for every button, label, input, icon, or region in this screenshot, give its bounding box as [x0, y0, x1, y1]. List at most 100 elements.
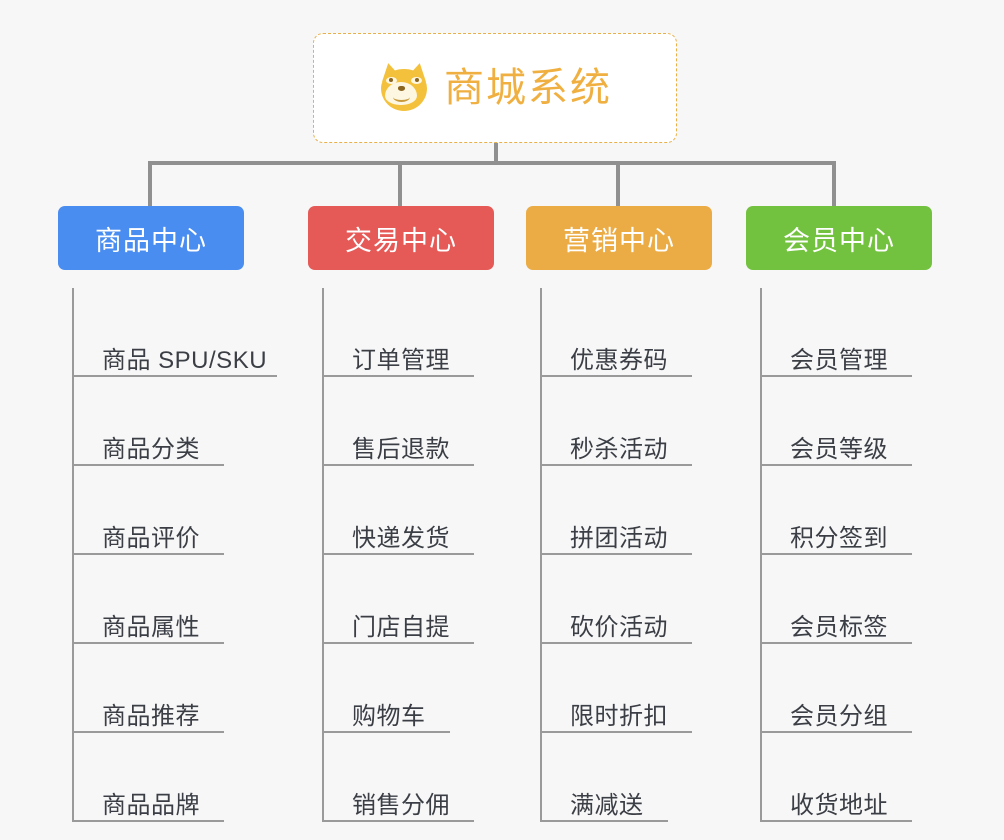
leaf-rail — [760, 288, 762, 822]
list-item[interactable]: 秒杀活动 — [540, 377, 740, 466]
leaf-label: 商品 SPU/SKU — [102, 346, 268, 374]
leaf-label: 售后退款 — [352, 435, 450, 463]
leaf-underline — [540, 820, 668, 822]
leaf-underline — [72, 820, 224, 822]
list-item[interactable]: 会员等级 — [760, 377, 960, 466]
leaf-label: 销售分佣 — [352, 791, 450, 819]
branch-header-label: 营销中心 — [563, 225, 675, 256]
leaf-label: 商品推荐 — [102, 702, 200, 730]
list-item[interactable]: 订单管理 — [322, 288, 522, 377]
list-item[interactable]: 会员标签 — [760, 555, 960, 644]
leaf-underline — [72, 553, 224, 555]
leaf-underline — [540, 375, 692, 377]
leaf-label: 限时折扣 — [570, 702, 668, 730]
leaf-label: 积分签到 — [790, 524, 888, 552]
branch-header-trade-center[interactable]: 交易中心 — [308, 206, 494, 270]
list-item[interactable]: 商品 SPU/SKU — [72, 288, 310, 377]
connector-drop-marketing-center — [616, 161, 620, 206]
leaf-underline — [760, 642, 912, 644]
leaf-label: 门店自提 — [352, 613, 450, 641]
leaf-label: 商品属性 — [102, 613, 200, 641]
leaf-underline — [760, 375, 912, 377]
list-item[interactable]: 门店自提 — [322, 555, 522, 644]
leaf-underline — [322, 375, 474, 377]
leaf-label: 优惠券码 — [570, 346, 668, 374]
leaf-label: 商品分类 — [102, 435, 200, 463]
leaf-list-product-center: 商品 SPU/SKU 商品分类 商品评价 商品属性 商品推荐 商品品牌 — [72, 288, 310, 822]
leaf-label: 收货地址 — [790, 791, 888, 819]
leaf-underline — [322, 820, 474, 822]
leaf-underline — [760, 731, 912, 733]
leaf-label: 订单管理 — [352, 346, 450, 374]
leaf-label: 商品品牌 — [102, 791, 200, 819]
leaf-underline — [72, 731, 224, 733]
leaf-underline — [322, 464, 474, 466]
list-item[interactable]: 快递发货 — [322, 466, 522, 555]
connector-horizontal-bus — [148, 161, 836, 165]
leaf-label: 砍价活动 — [570, 613, 668, 641]
list-item[interactable]: 销售分佣 — [322, 733, 522, 822]
leaf-underline — [322, 731, 450, 733]
root-node-mall-system[interactable]: 商城系统 — [313, 33, 677, 143]
list-item[interactable]: 砍价活动 — [540, 555, 740, 644]
leaf-underline — [72, 642, 224, 644]
list-item[interactable]: 商品属性 — [72, 555, 310, 644]
branch-header-label: 商品中心 — [95, 225, 207, 256]
leaf-label: 秒杀活动 — [570, 435, 668, 463]
branch-product-center: 商品中心 商品 SPU/SKU 商品分类 商品评价 商品属性 商品推荐 — [58, 206, 310, 838]
leaf-underline — [72, 375, 277, 377]
leaf-rail — [540, 288, 542, 822]
branch-header-marketing-center[interactable]: 营销中心 — [526, 206, 712, 270]
branch-header-label: 交易中心 — [345, 225, 457, 256]
list-item[interactable]: 积分签到 — [760, 466, 960, 555]
leaf-label: 会员标签 — [790, 613, 888, 641]
leaf-label: 商品评价 — [102, 524, 200, 552]
list-item[interactable]: 商品品牌 — [72, 733, 310, 822]
list-item[interactable]: 会员分组 — [760, 644, 960, 733]
leaf-underline — [540, 731, 692, 733]
leaf-underline — [540, 642, 692, 644]
leaf-underline — [72, 464, 224, 466]
leaf-underline — [322, 553, 474, 555]
leaf-underline — [540, 464, 692, 466]
root-node-title: 商城系统 — [444, 66, 612, 110]
branch-member-center: 会员中心 会员管理 会员等级 积分签到 会员标签 会员分组 — [746, 206, 960, 838]
branch-marketing-center: 营销中心 优惠券码 秒杀活动 拼团活动 砍价活动 限时折扣 — [526, 206, 740, 838]
leaf-underline — [760, 820, 912, 822]
leaf-label: 会员分组 — [790, 702, 888, 730]
leaf-list-member-center: 会员管理 会员等级 积分签到 会员标签 会员分组 收货地址 — [760, 288, 960, 822]
leaf-underline — [322, 642, 474, 644]
leaf-rail — [322, 288, 324, 822]
leaf-underline — [760, 464, 912, 466]
list-item[interactable]: 购物车 — [322, 644, 522, 733]
branch-trade-center: 交易中心 订单管理 售后退款 快递发货 门店自提 购物车 — [308, 206, 522, 838]
list-item[interactable]: 售后退款 — [322, 377, 522, 466]
leaf-list-marketing-center: 优惠券码 秒杀活动 拼团活动 砍价活动 限时折扣 满减送 — [540, 288, 740, 822]
list-item[interactable]: 商品评价 — [72, 466, 310, 555]
connector-root-stem — [494, 143, 498, 164]
list-item[interactable]: 收货地址 — [760, 733, 960, 822]
list-item[interactable]: 商品推荐 — [72, 644, 310, 733]
connector-drop-trade-center — [398, 161, 402, 206]
leaf-underline — [540, 553, 692, 555]
connector-drop-product-center — [148, 161, 152, 206]
leaf-label: 快递发货 — [352, 524, 450, 552]
leaf-rail — [72, 288, 74, 822]
list-item[interactable]: 拼团活动 — [540, 466, 740, 555]
shiba-inu-face-icon — [378, 61, 430, 113]
leaf-underline — [760, 553, 912, 555]
leaf-label: 购物车 — [352, 702, 426, 730]
branch-header-member-center[interactable]: 会员中心 — [746, 206, 932, 270]
connector-drop-member-center — [832, 161, 836, 206]
list-item[interactable]: 优惠券码 — [540, 288, 740, 377]
leaf-label: 满减送 — [570, 791, 644, 819]
list-item[interactable]: 限时折扣 — [540, 644, 740, 733]
branch-header-label: 会员中心 — [783, 225, 895, 256]
leaf-label: 会员管理 — [790, 346, 888, 374]
list-item[interactable]: 商品分类 — [72, 377, 310, 466]
list-item[interactable]: 满减送 — [540, 733, 740, 822]
branch-header-product-center[interactable]: 商品中心 — [58, 206, 244, 270]
list-item[interactable]: 会员管理 — [760, 288, 960, 377]
leaf-label: 会员等级 — [790, 435, 888, 463]
